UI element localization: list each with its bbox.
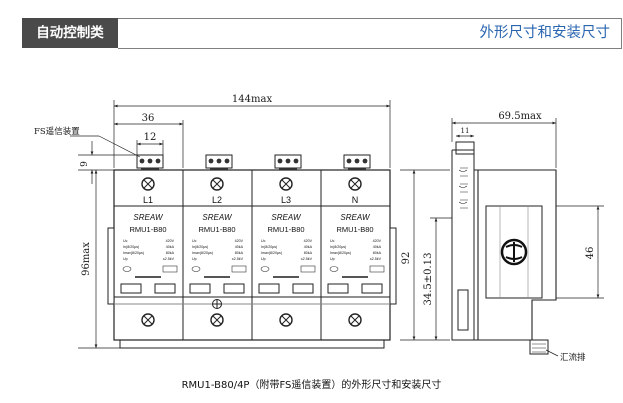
terminal-screws — [141, 177, 362, 327]
rail-height-dim: 34.5±0.13 — [423, 253, 434, 306]
terminal-width-dim: 12 — [144, 132, 157, 143]
pole-label: N — [352, 195, 359, 205]
spec-key: In(8/20μs) — [192, 245, 208, 249]
front-view — [107, 169, 397, 349]
status-windows — [120, 283, 383, 294]
spec-value: ≤2.5kV — [163, 257, 175, 261]
busbar-label: 汇流排 — [560, 352, 586, 363]
indicator-legend — [135, 276, 368, 278]
side-dimension-lines — [400, 118, 604, 357]
header-border — [118, 18, 622, 49]
spec-key: Imax(8/20μs) — [192, 251, 213, 255]
spec-key: Imax(8/20μs) — [330, 251, 351, 255]
spec-value: 40kA — [235, 245, 244, 249]
terminal-depth-dim: 11 — [461, 127, 470, 135]
category-label: 自动控制类 — [22, 18, 118, 48]
pole-label: L1 — [143, 195, 153, 205]
brand-logo-icon — [500, 238, 528, 266]
spec-key: Uc — [261, 239, 266, 243]
spec-value: 40kA — [166, 245, 175, 249]
model-label: RMU1-B80 — [267, 225, 304, 234]
spec-value: ≤2.5kV — [370, 257, 382, 261]
spec-key: Up — [192, 257, 197, 261]
front-dimension-lines — [70, 100, 391, 349]
spec-key: In(8/20μs) — [330, 245, 346, 249]
spec-key: Imax(8/20μs) — [261, 251, 282, 255]
section-title: 外形尺寸和安装尺寸 — [479, 25, 611, 41]
figure-caption: RMU1-B80/4P（附带FS遥信装置）的外形尺寸和安装尺寸 — [181, 380, 442, 391]
pole-label: L3 — [281, 195, 291, 205]
model-label: RMU1-B80 — [336, 225, 373, 234]
spec-key: In(8/20μs) — [261, 245, 277, 249]
side-view — [451, 141, 557, 355]
fs-device-label: FS遥信装置 — [34, 126, 80, 137]
brand-label: SREAW — [271, 213, 302, 222]
spec-key: Imax(8/20μs) — [123, 251, 144, 255]
spec-value: 40kA — [373, 245, 382, 249]
model-label: RMU1-B80 — [198, 225, 235, 234]
spec-key: In(8/20μs) — [123, 245, 139, 249]
brand-label: SREAW — [340, 213, 371, 222]
spec-key: Uc — [330, 239, 335, 243]
rail-width-dim: 46 — [585, 247, 596, 260]
total-width-dim: 144max — [232, 94, 273, 105]
spec-key: Uc — [123, 239, 128, 243]
spec-value: 80kA — [373, 251, 382, 255]
brand-label: SREAW — [202, 213, 233, 222]
side-width-dim: 69.5max — [498, 111, 542, 122]
brand-label: SREAW — [133, 213, 164, 222]
certification-mark-icon — [122, 265, 385, 273]
module-width-dim: 36 — [142, 113, 155, 124]
spec-value: 40kA — [304, 245, 313, 249]
ground-symbol-icon — [212, 299, 222, 309]
top-offset-dim: 9 — [80, 161, 90, 167]
section-header: 自动控制类 外形尺寸和安装尺寸 — [22, 18, 622, 49]
spec-value: 420V — [235, 239, 244, 243]
side-height-dim: 92 — [401, 252, 412, 265]
height-dim: 96max — [81, 242, 92, 276]
spec-value: 420V — [373, 239, 382, 243]
spec-key: Uc — [192, 239, 197, 243]
fs-terminal-blocks — [136, 154, 371, 170]
spec-value: 420V — [304, 239, 313, 243]
pole-label: L2 — [212, 195, 222, 205]
spec-value: 80kA — [235, 251, 244, 255]
spec-value: ≤2.5kV — [232, 257, 244, 261]
spec-value: 420V — [166, 239, 175, 243]
spec-value: 80kA — [304, 251, 313, 255]
spec-key: Up — [123, 257, 128, 261]
spec-value: 80kA — [166, 251, 175, 255]
spec-key: Up — [330, 257, 335, 261]
model-label: RMU1-B80 — [129, 225, 166, 234]
spec-key: Up — [261, 257, 266, 261]
spec-value: ≤2.5kV — [301, 257, 313, 261]
